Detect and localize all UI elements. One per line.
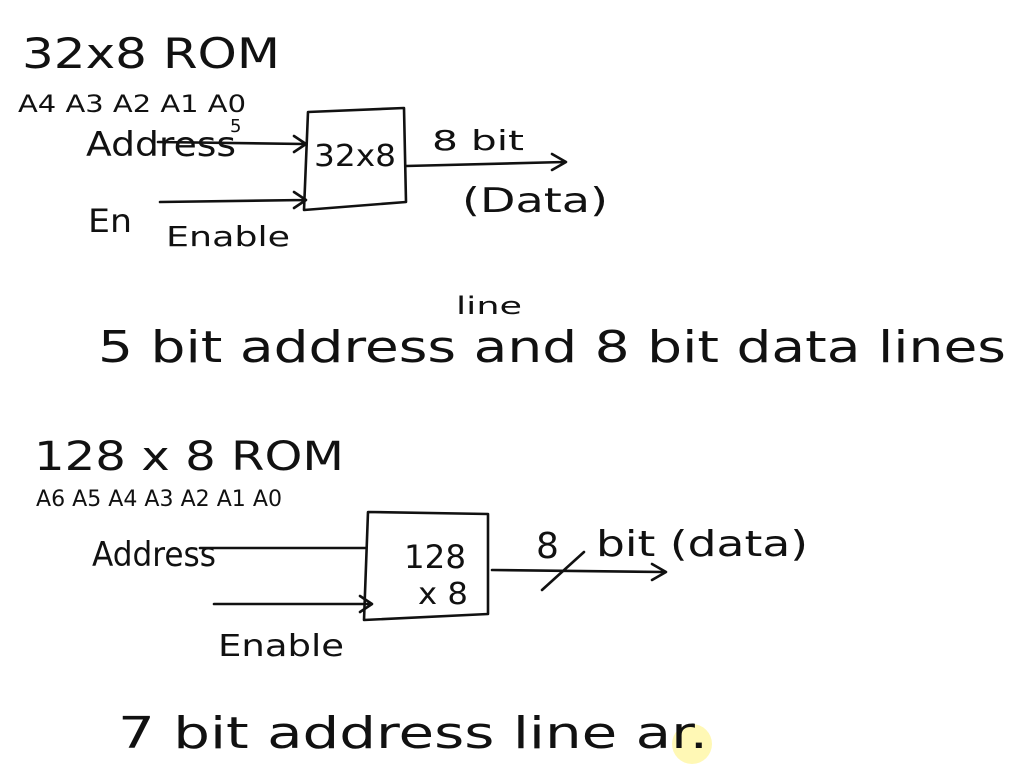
rom1-block bbox=[302, 106, 408, 212]
rom1-summary: 5 bit address and 8 bit data lines bbox=[98, 322, 1006, 373]
rom1-address-label: Address bbox=[86, 125, 236, 165]
rom1-enable-label: Enable bbox=[166, 220, 290, 253]
rom2-data-width: 8 bbox=[536, 526, 559, 567]
rom2-block-line2: x 8 bbox=[418, 577, 468, 612]
rom1-address-count: 5 bbox=[230, 116, 241, 137]
rom2-block-line1: 128 bbox=[404, 538, 466, 576]
rom2-title: 128 x 8 ROM bbox=[34, 434, 344, 480]
rom1-data-label: (Data) bbox=[462, 181, 608, 221]
rom2-enable-arrow bbox=[212, 594, 374, 614]
rom2-address-pins: A6 A5 A4 A3 A2 A1 A0 bbox=[36, 487, 282, 512]
rom1-address-pins: A4 A3 A2 A1 A0 bbox=[18, 90, 246, 118]
rom2-address-label: Address bbox=[92, 535, 216, 575]
rom2-block bbox=[362, 510, 490, 622]
rom1-block-label: 32x8 bbox=[314, 139, 396, 174]
rom1-title: 32x8 ROM bbox=[22, 29, 280, 78]
rom2-enable-label: Enable bbox=[218, 629, 344, 664]
rom2-bus-slash bbox=[540, 550, 586, 592]
rom1-summary-insert: line bbox=[456, 292, 522, 320]
rom1-data-arrow bbox=[404, 152, 568, 172]
rom1-enable-short: En bbox=[88, 202, 132, 240]
rom1-data-width: 8 bit bbox=[432, 124, 524, 157]
rom1-enable-arrow bbox=[158, 190, 308, 210]
rom1-address-label-group: Address 5 bbox=[86, 116, 241, 165]
rom2-data-arrow bbox=[490, 562, 668, 582]
pen-cursor-highlight bbox=[672, 724, 712, 764]
rom2-summary: 7 bit address line ar. bbox=[118, 708, 708, 759]
rom2-data-label: bit (data) bbox=[596, 524, 808, 565]
